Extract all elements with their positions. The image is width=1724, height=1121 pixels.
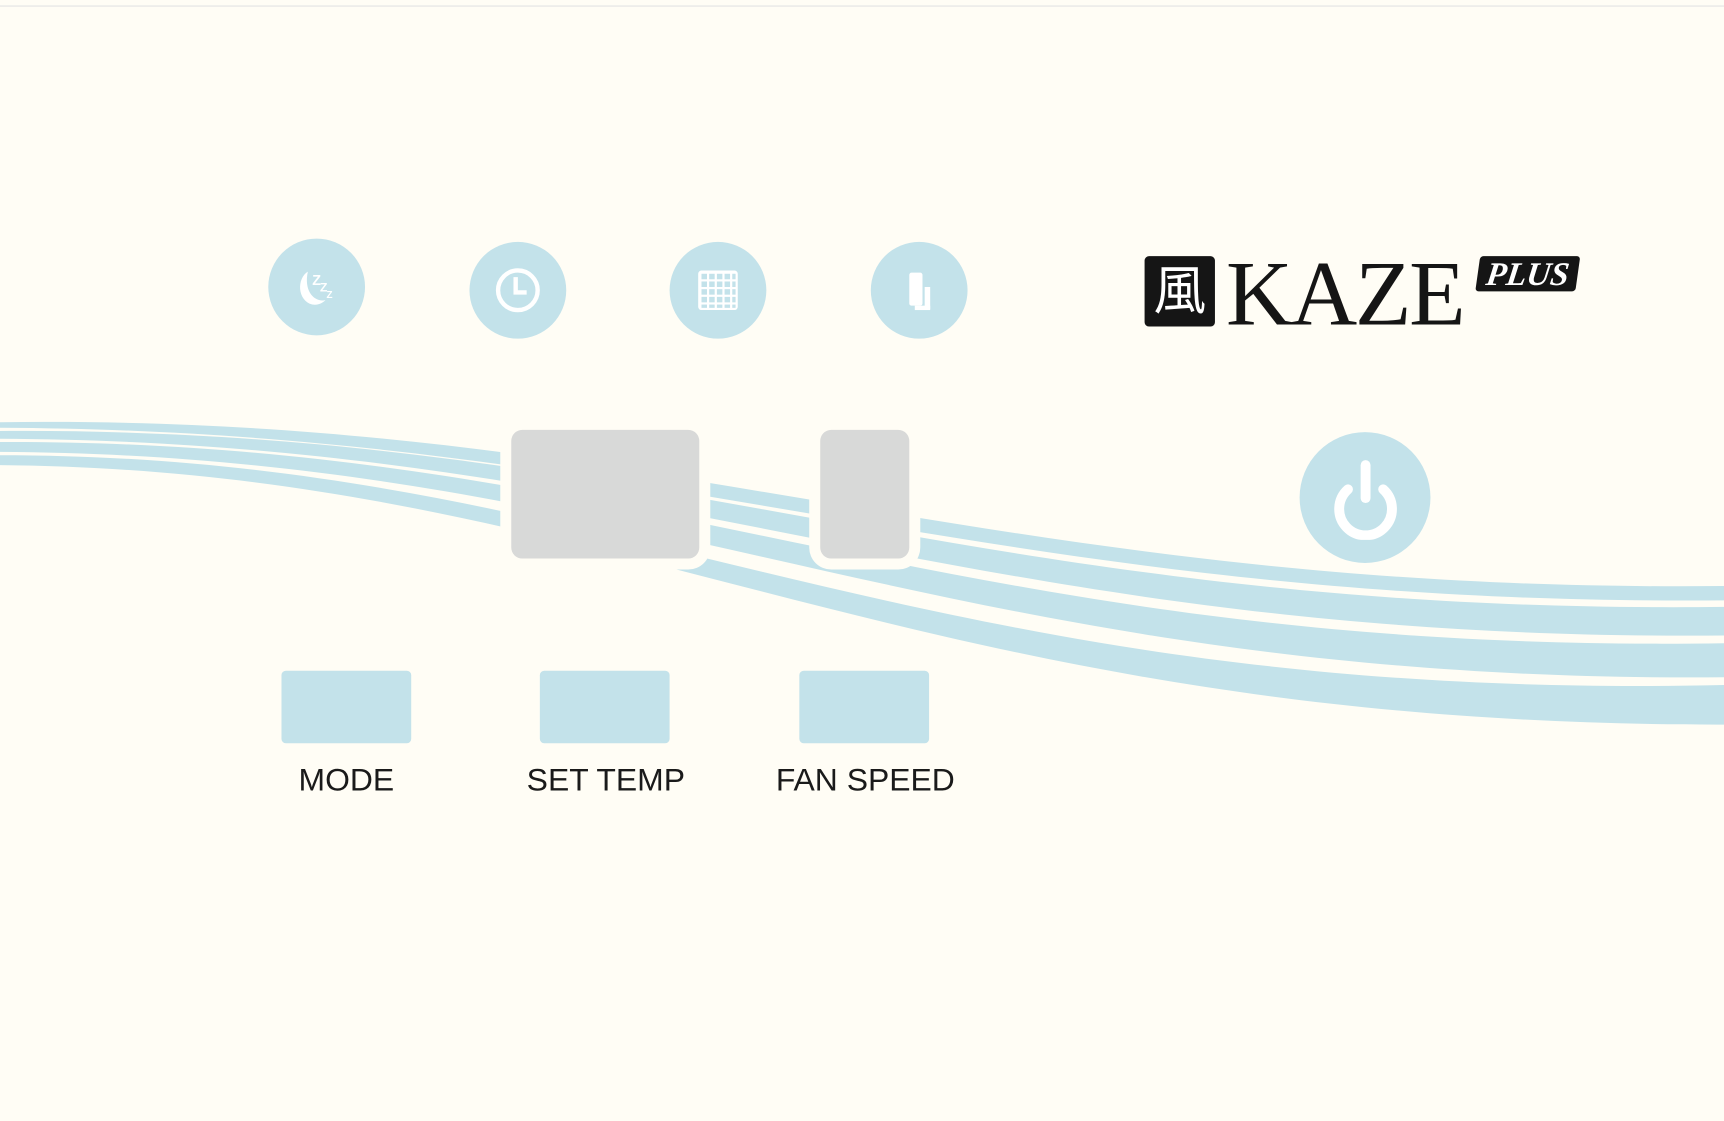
logo-suffix: PLUS xyxy=(1475,256,1581,292)
fan-indicator[interactable] xyxy=(870,241,968,339)
set-temp-button[interactable] xyxy=(539,670,670,744)
fan-speed-label: FAN SPEED xyxy=(775,763,955,799)
svg-text:Z: Z xyxy=(320,280,328,294)
mode-label: MODE xyxy=(298,763,395,799)
svg-text:Z: Z xyxy=(327,290,333,301)
fan-speed-display xyxy=(820,429,910,559)
power-button[interactable] xyxy=(1299,432,1431,563)
temperature-display xyxy=(511,429,700,559)
mode-button[interactable] xyxy=(281,670,412,744)
fan-speed-button[interactable] xyxy=(799,670,930,744)
sleep-moon-icon: Z Z Z xyxy=(300,271,333,305)
filter-grid-icon xyxy=(698,270,738,311)
timer-indicator[interactable] xyxy=(469,241,567,339)
sleep-indicator[interactable]: Z Z Z xyxy=(268,238,366,336)
logo-name: KAZE xyxy=(1225,242,1466,346)
svg-text:Z: Z xyxy=(312,273,321,289)
logo-kanji: 風 xyxy=(1144,256,1215,327)
fan-unit-icon xyxy=(909,272,931,311)
wave-band-3 xyxy=(0,441,1724,678)
top-divider xyxy=(0,5,1724,7)
filter-indicator[interactable] xyxy=(669,241,767,339)
set-temp-label: SET TEMP xyxy=(526,763,685,799)
power-icon xyxy=(1333,459,1397,540)
clock-icon xyxy=(495,268,540,313)
wave-band-4 xyxy=(0,455,1724,725)
